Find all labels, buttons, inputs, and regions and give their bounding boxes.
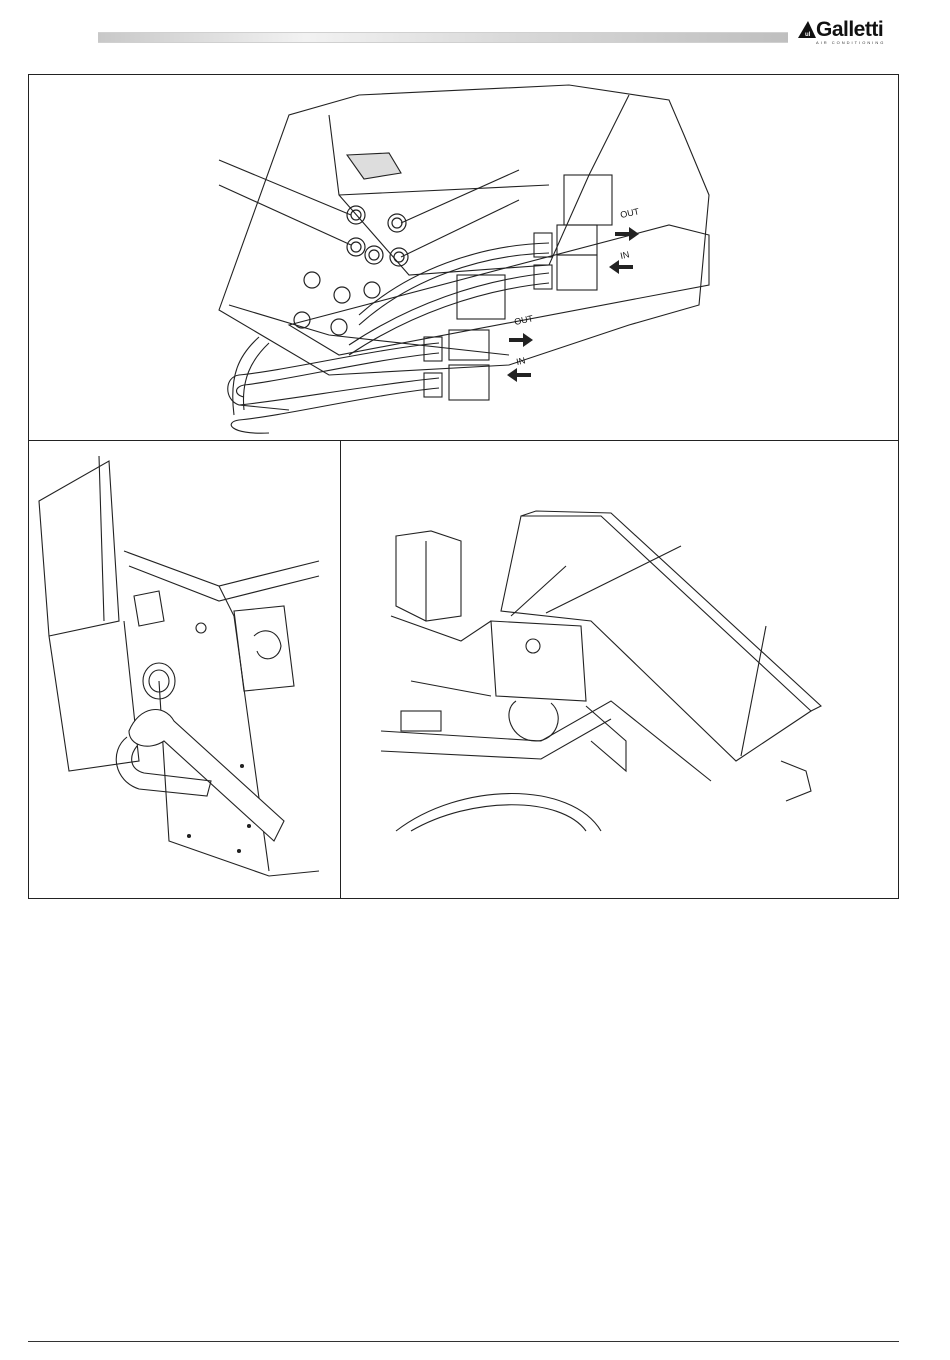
figure-bottom-left-panel xyxy=(28,440,341,899)
galletti-logo: ul Galletti AIR CONDITIONING xyxy=(796,18,908,48)
drip-tray-drawing xyxy=(341,441,898,898)
figure-bottom-right-panel xyxy=(340,440,899,899)
wrench-icon xyxy=(129,710,284,841)
logo-wordmark: Galletti xyxy=(816,18,883,42)
svg-text:ul: ul xyxy=(805,32,811,38)
unit-connections-drawing: OUT IN OUT IN xyxy=(29,75,898,440)
drip-tray xyxy=(501,516,811,761)
logo-subtitle: AIR CONDITIONING xyxy=(816,40,885,45)
in-lower-arrow-icon xyxy=(507,368,531,382)
wrench-tightening-drawing xyxy=(29,441,340,898)
footer-rule xyxy=(28,1341,899,1342)
figure-top-panel: OUT IN OUT IN xyxy=(28,74,899,441)
header-gradient-band xyxy=(98,32,788,43)
